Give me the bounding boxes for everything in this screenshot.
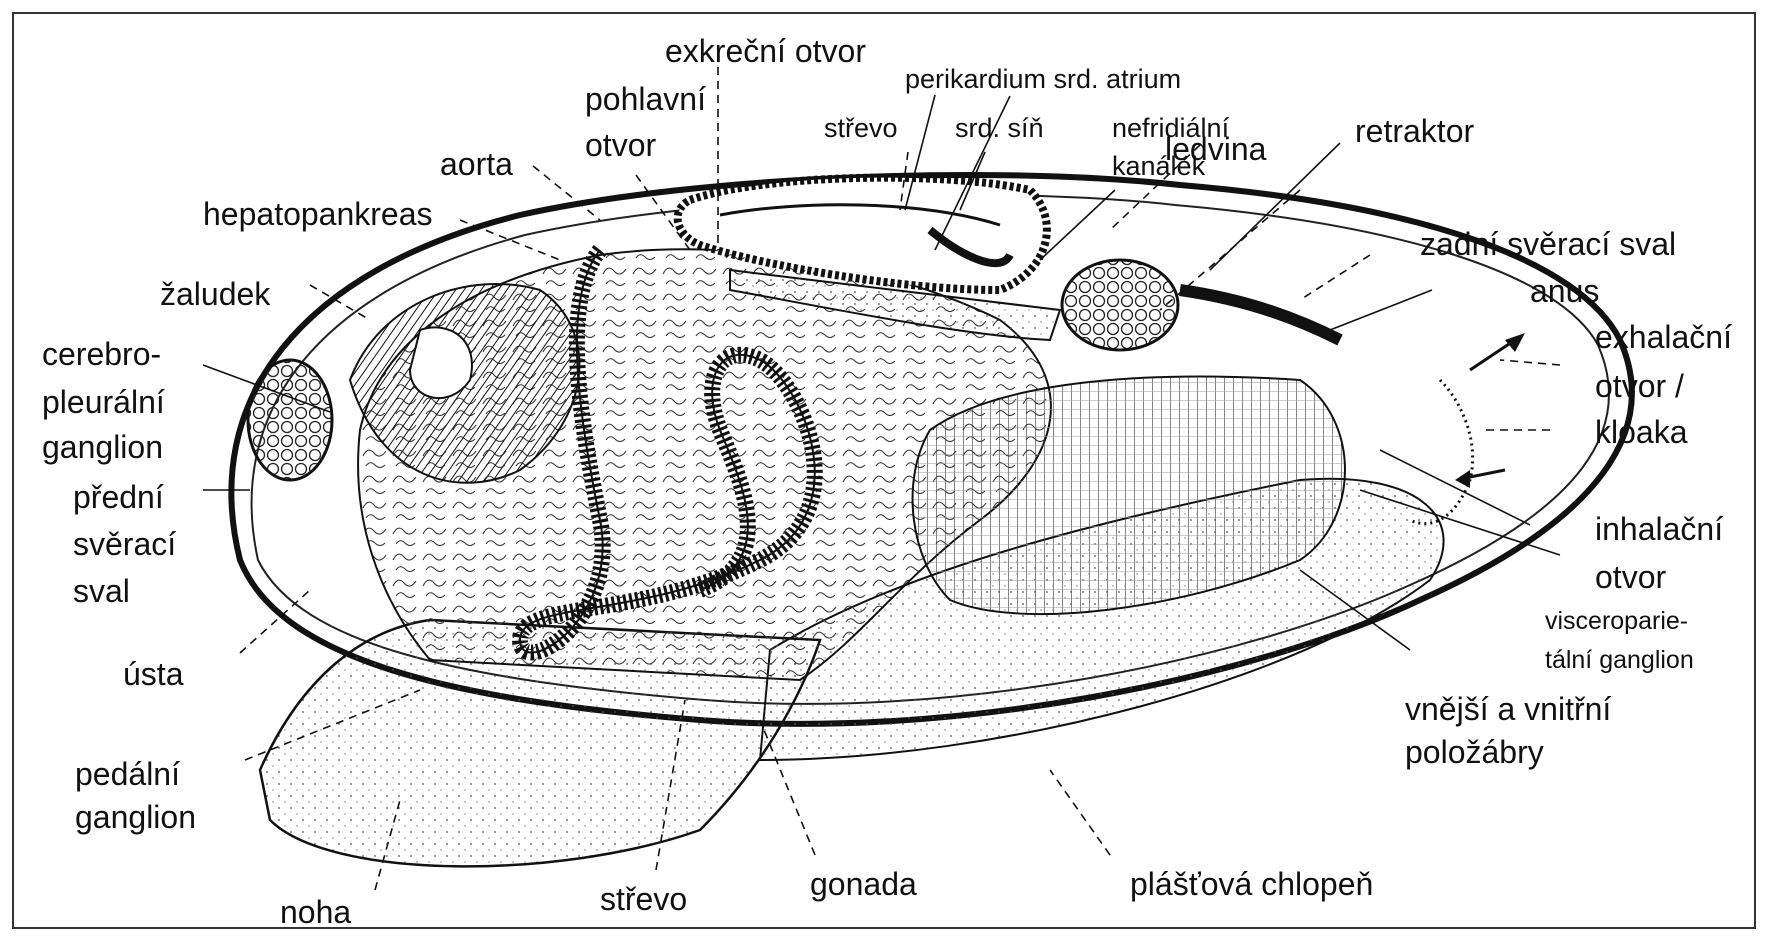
label-pohlavni-2: otvor <box>585 126 656 164</box>
exhalant-arrow <box>1470 340 1515 370</box>
label-srd-sin: srd. síň <box>955 112 1044 144</box>
label-aorta: aorta <box>440 145 513 183</box>
label-ledvina: ledvina <box>1165 130 1266 168</box>
label-exkrecni-otvor: exkreční otvor <box>665 32 866 70</box>
label-gonada: gonada <box>810 865 917 903</box>
label-pedalni-2: ganglion <box>75 798 196 836</box>
label-usta: ústa <box>123 655 183 693</box>
label-strevo-bottom: střevo <box>600 880 687 918</box>
label-pohlavni-1: pohlavní <box>585 80 706 118</box>
label-vnejsi-1: vnější a vnitřní <box>1405 690 1611 728</box>
label-vnejsi-2: položábry <box>1405 733 1544 771</box>
label-cerebro-3: ganglion <box>42 428 163 466</box>
label-cerebro-1: cerebro- <box>42 335 161 373</box>
label-predni-3: sval <box>73 572 130 610</box>
rectum <box>1180 290 1340 340</box>
anterior-adductor <box>248 360 332 480</box>
label-inhalacni-1: inhalační <box>1595 510 1723 548</box>
label-predni-1: přední <box>73 478 164 516</box>
label-predni-2: svěrací <box>73 525 176 563</box>
label-zaludek: žaludek <box>160 275 270 313</box>
label-visceropar-2: tální ganglion <box>1545 645 1694 675</box>
label-zadni-sveraci: zadní svěrací sval <box>1420 225 1676 263</box>
posterior-adductor <box>1062 260 1178 350</box>
label-hepatopankreas: hepatopankreas <box>203 195 433 233</box>
label-strevo-top: střevo <box>824 112 898 144</box>
label-anus: anus <box>1530 272 1599 310</box>
label-exhalacni-3: kloaka <box>1595 413 1688 451</box>
label-visceropar-1: visceroparie- <box>1545 606 1688 636</box>
label-perikardium: perikardium srd. atrium <box>905 63 1181 95</box>
label-noha: noha <box>280 893 351 931</box>
label-exhalacni-1: exhalační <box>1595 318 1732 356</box>
label-cerebro-2: pleurální <box>42 383 165 421</box>
label-plastova: plášťová chlopeň <box>1130 865 1373 903</box>
label-exhalacni-2: otvor / <box>1595 367 1684 405</box>
label-inhalacni-2: otvor <box>1595 558 1666 596</box>
label-retraktor: retraktor <box>1355 112 1474 150</box>
label-pedalni-1: pedální <box>75 755 180 793</box>
